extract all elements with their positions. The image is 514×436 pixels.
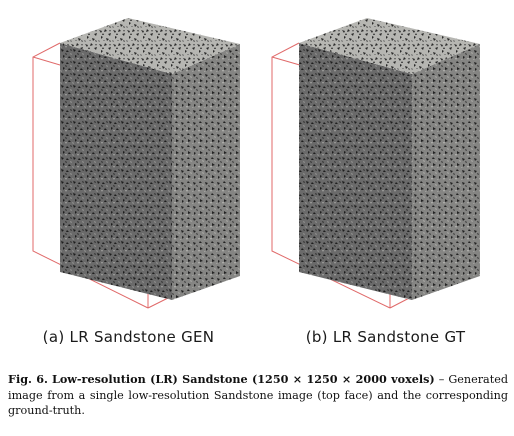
cube-front-face [299, 43, 412, 300]
cube-side-face [412, 44, 480, 300]
cube-front-face [60, 43, 172, 300]
cube-top-face [60, 18, 240, 74]
caption-title: Low-resolution (LR) Sandstone (1250 × 12… [51, 372, 435, 386]
subcaption-b: (b) LR Sandstone GT [305, 328, 466, 346]
caption-label: Fig. 6. [8, 372, 48, 386]
panel-lr-sandstone-gt [257, 0, 514, 340]
caption-text: – Generated image from a single low-reso… [8, 373, 508, 417]
sandstone-volume-render-gt [271, 18, 480, 309]
cube-side-face [172, 44, 240, 300]
figure-caption: Fig. 6. Low-resolution (LR) Sandstone (1… [8, 372, 508, 419]
subcaption-a: (a) LR Sandstone GEN [42, 328, 215, 346]
figure: (a) LR Sandstone GEN (b) LR Sandstone GT [0, 0, 514, 346]
panel-lr-sandstone-gen [0, 0, 257, 340]
sandstone-volume-render-gen [32, 18, 240, 309]
cube-top-face [299, 18, 480, 74]
